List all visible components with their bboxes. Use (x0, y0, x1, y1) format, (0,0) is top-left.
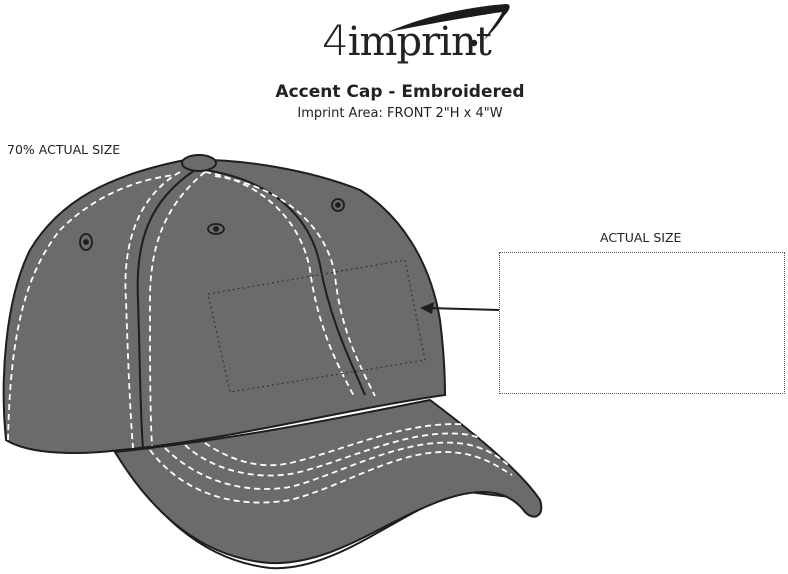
cap-brim (113, 398, 543, 565)
cap-top-button (181, 154, 217, 172)
logo-swoosh (388, 4, 510, 47)
imprint-area-text: Imprint Area: FRONT 2"H x 4"W (297, 106, 503, 121)
arrow-line (427, 307, 500, 311)
cap-eyelets (79, 198, 345, 251)
cap-crown (2, 158, 447, 454)
logo-wordmark: imprint (347, 19, 492, 65)
scale-label: 70% ACTUAL SIZE (7, 142, 121, 157)
brand-logo: 4imprint (322, 16, 492, 65)
product-title: Accent Cap - Embroidered (275, 82, 525, 102)
arrow-head-icon (420, 302, 434, 314)
actual-size-label: ACTUAL SIZE (600, 230, 682, 245)
cap-imprint-area (207, 259, 426, 393)
logo-number: 4 (322, 16, 349, 65)
actual-size-imprint-box (499, 252, 785, 394)
